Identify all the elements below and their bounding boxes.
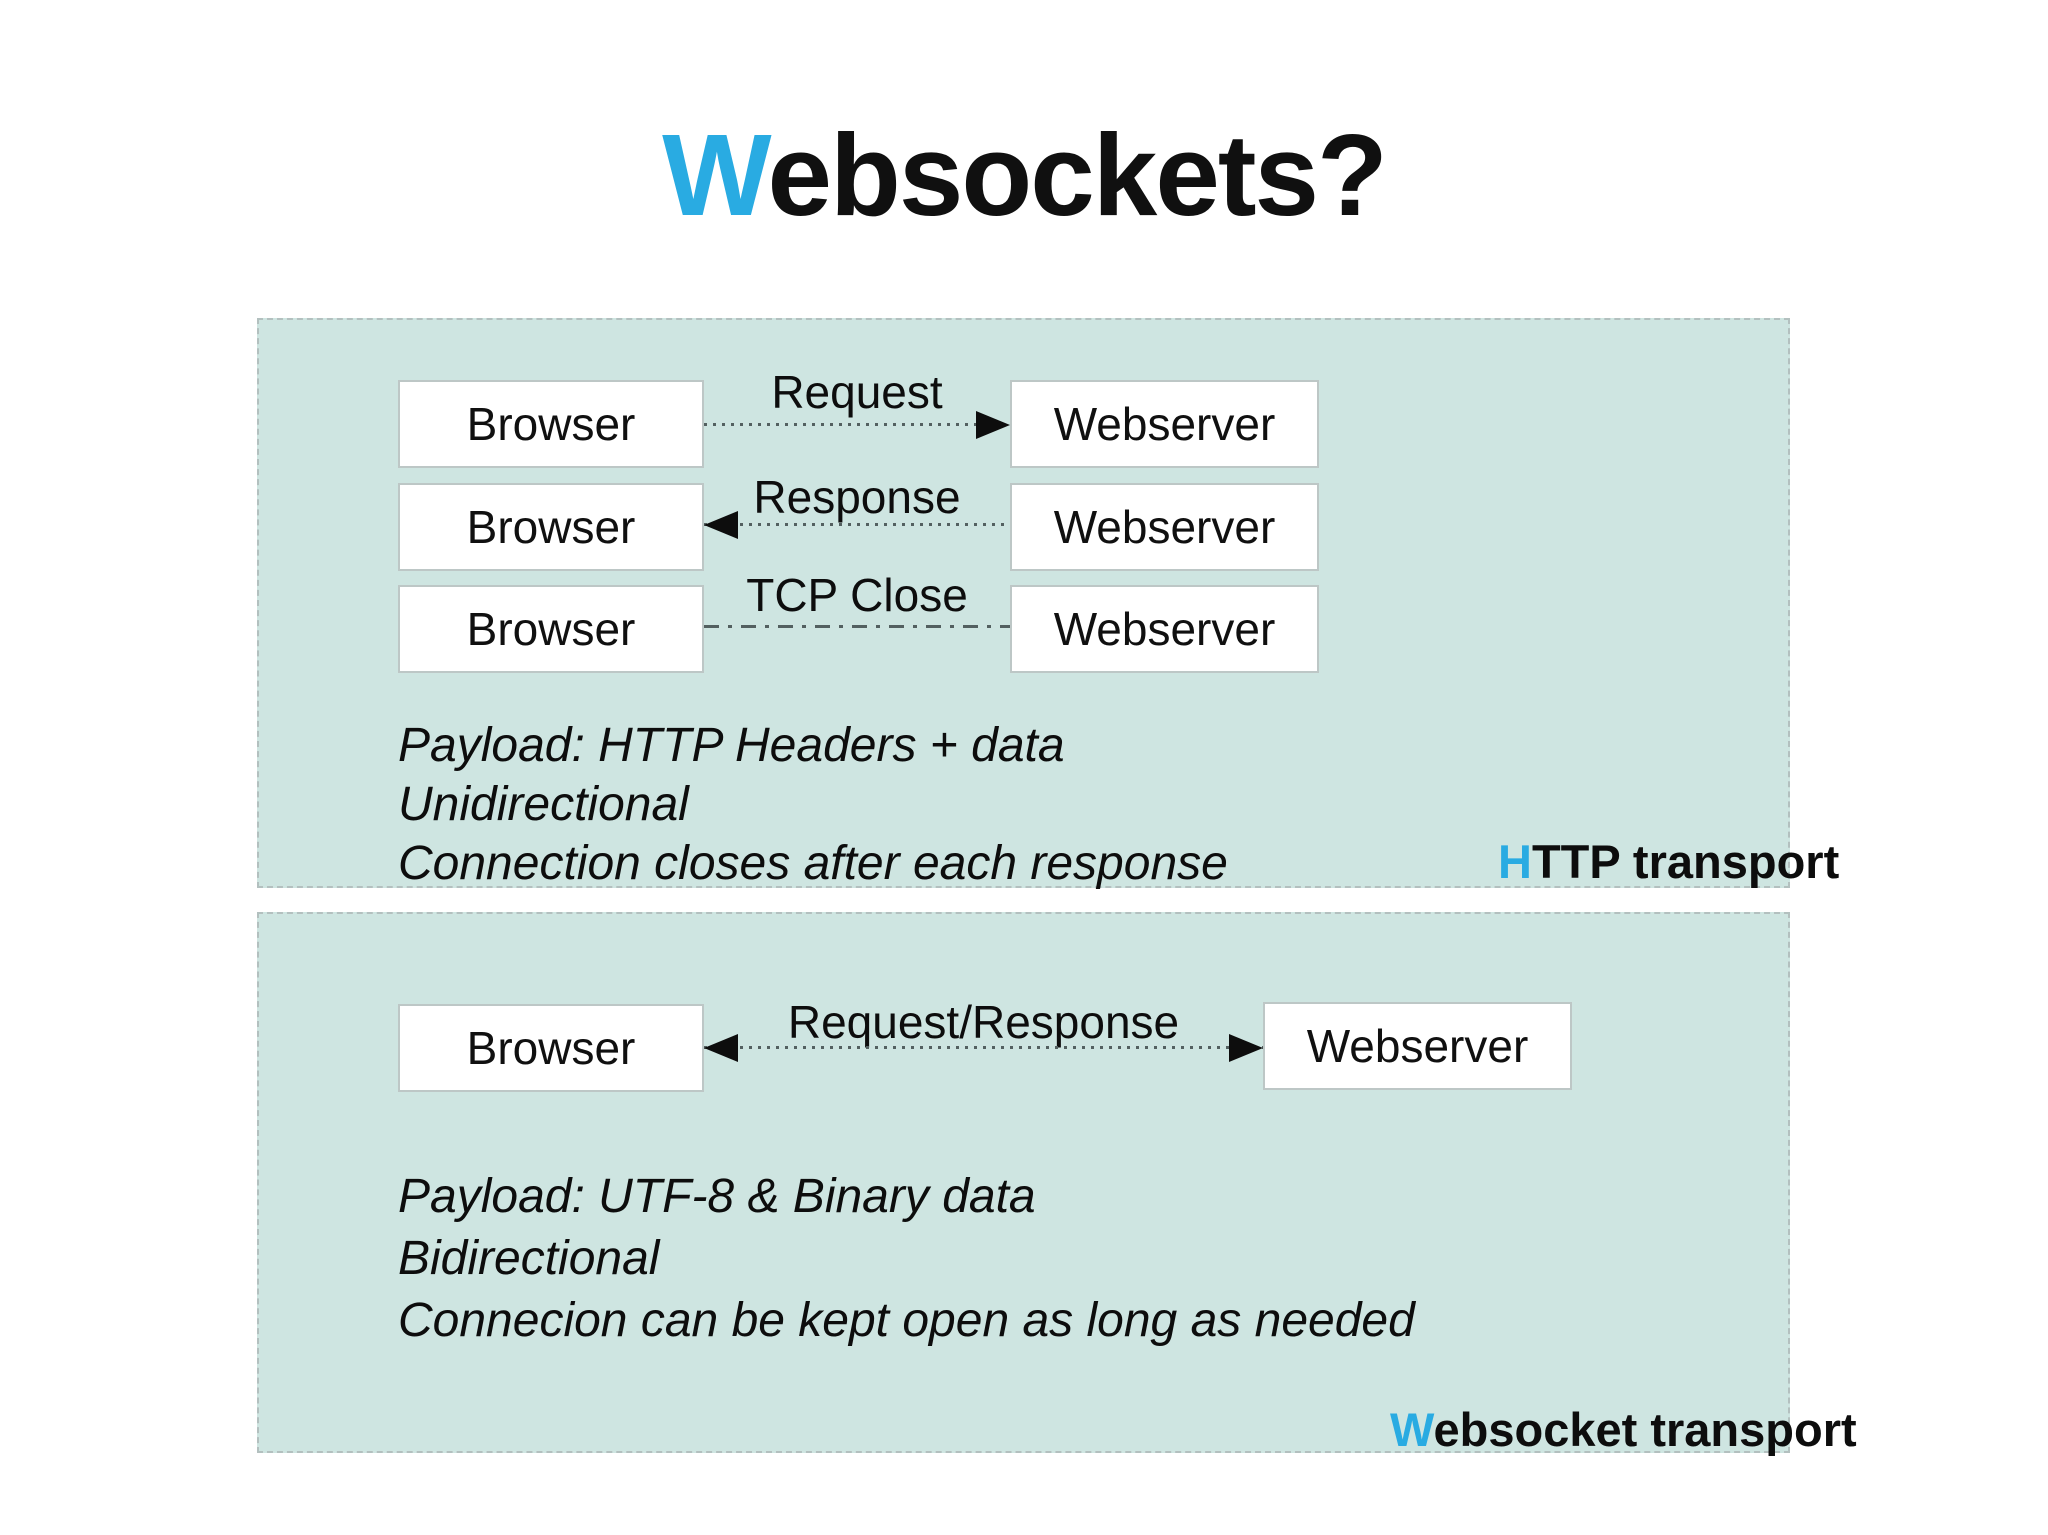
browser-box: Browser xyxy=(398,380,704,468)
webserver-box: Webserver xyxy=(1010,585,1319,673)
browser-box: Browser xyxy=(398,585,704,673)
response-arrow-line xyxy=(704,523,1010,526)
request-arrow-label: Request xyxy=(771,366,943,418)
http-transport-caption: HTTP transport xyxy=(1498,834,1839,889)
tcp-close-label: TCP Close xyxy=(746,569,968,621)
websocket-panel-notes: Payload: UTF-8 & Binary data Bidirection… xyxy=(398,1166,1415,1352)
caption-rest-text: TTP transport xyxy=(1531,835,1840,888)
websocket-transport-caption: Websocket transport xyxy=(1390,1402,1857,1457)
request-arrow-line xyxy=(704,423,1010,426)
arrowhead-right-icon xyxy=(1229,1034,1263,1062)
note-line: Payload: UTF-8 & Binary data xyxy=(398,1170,1036,1223)
webserver-box: Webserver xyxy=(1010,380,1319,468)
browser-box: Browser xyxy=(398,483,704,571)
note-line: Connecion can be kept open as long as ne… xyxy=(398,1294,1415,1347)
websocket-transport-panel: Browser Webserver Request/Response Paylo… xyxy=(257,912,1857,1456)
response-arrow-label: Response xyxy=(753,471,961,523)
webserver-box: Webserver xyxy=(1010,483,1319,571)
note-line: Unidirectional xyxy=(398,778,689,831)
arrowhead-right-icon xyxy=(976,411,1010,439)
browser-box: Browser xyxy=(398,1004,704,1092)
request-response-arrow-label: Request/Response xyxy=(787,996,1180,1048)
webserver-box: Webserver xyxy=(1263,1002,1572,1090)
note-line: Payload: HTTP Headers + data xyxy=(398,719,1065,772)
http-transport-panel: Browser Webserver Request Browser Webser… xyxy=(257,318,1839,890)
arrowhead-left-icon xyxy=(704,511,738,539)
page-title: Websockets? xyxy=(0,106,2048,245)
http-panel-notes: Payload: HTTP Headers + data Unidirectio… xyxy=(398,716,1228,893)
request-response-arrow-line xyxy=(704,1046,1263,1049)
tcp-close-line xyxy=(704,625,1010,628)
title-rest-text: ebsockets? xyxy=(767,110,1388,240)
note-line: Bidirectional xyxy=(398,1232,660,1285)
title-accent-letter: W xyxy=(662,110,769,240)
caption-accent-letter: W xyxy=(1390,1403,1434,1456)
caption-rest-text: ebsocket transport xyxy=(1433,1403,1857,1456)
caption-accent-letter: H xyxy=(1498,835,1532,888)
arrowhead-left-icon xyxy=(704,1034,738,1062)
note-line: Connection closes after each response xyxy=(398,837,1228,890)
